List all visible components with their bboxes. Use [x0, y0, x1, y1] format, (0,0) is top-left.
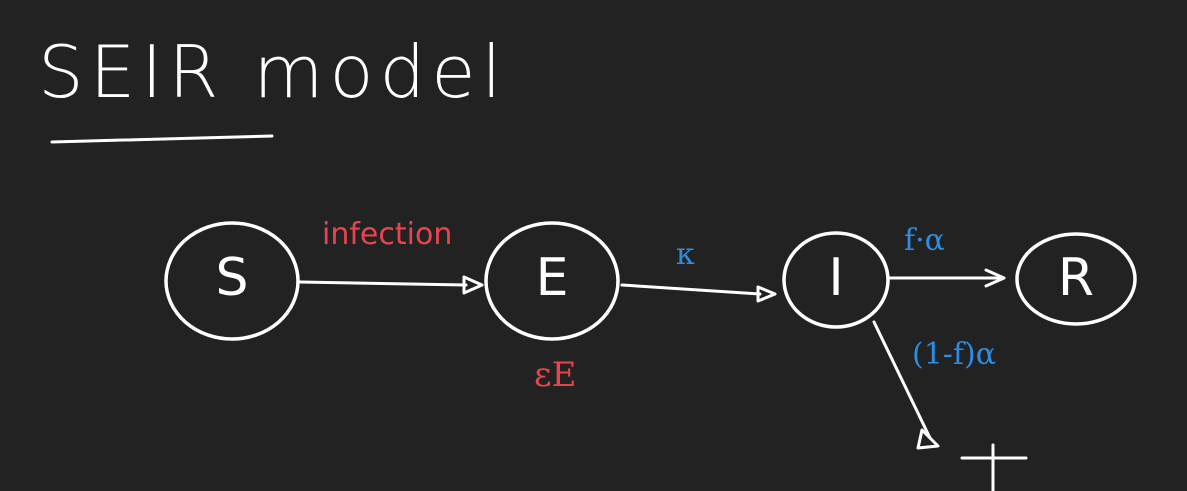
- edge-e-i-arrowhead: [756, 285, 777, 303]
- node-e-circle: [484, 221, 620, 341]
- node-e-label: E: [535, 248, 569, 308]
- node-r-circle: [1015, 232, 1137, 326]
- title-underline: [50, 134, 274, 144]
- edge-label-kappa: κ: [676, 237, 695, 272]
- edge-label-f-alpha: f·α: [904, 223, 945, 258]
- edge-i-death-arrowhead: [916, 428, 940, 450]
- node-s-circle: [164, 221, 300, 341]
- edge-i-r-arrowhead: [984, 268, 1006, 288]
- edge-e-i-line: [620, 283, 762, 296]
- edge-s-e-line: [298, 280, 468, 287]
- edge-label-one-minus-f-alpha: (1-f)α: [912, 337, 996, 372]
- annotation-epsilon-e: εE: [534, 355, 577, 395]
- node-i-label: I: [828, 248, 844, 308]
- edge-s-e-arrowhead: [462, 275, 484, 295]
- edge-i-death-line: [872, 320, 932, 440]
- edge-label-infection: infection: [322, 217, 453, 252]
- node-r-label: R: [1057, 248, 1095, 308]
- death-symbol: †: [974, 448, 975, 449]
- node-s-label: S: [215, 248, 249, 308]
- page-title: SEIR model: [38, 30, 508, 114]
- node-i-circle: [782, 231, 890, 329]
